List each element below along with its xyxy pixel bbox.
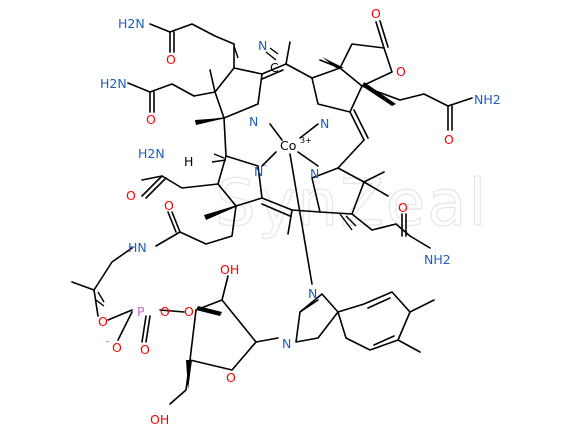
ring-hydrogen: H: [184, 154, 193, 169]
cyano-nitrogen: N: [258, 38, 267, 53]
benzimidazole-n3: N: [308, 286, 317, 301]
o-minus-charge: -: [106, 337, 109, 346]
amide-nh2-right: NH2: [474, 92, 501, 107]
phosphate-o-bridge: O: [160, 304, 170, 319]
phosphorus-atom: P: [137, 304, 145, 319]
amide-hn: HN: [128, 240, 147, 255]
phosphate-o-minus: O: [112, 340, 122, 355]
lactone-ring-o: O: [396, 64, 406, 79]
benzimidazole-n1: N: [282, 336, 291, 351]
corrin-n-d: N: [254, 164, 263, 179]
amide-o-chain: O: [164, 198, 174, 213]
amide-o-1: O: [166, 52, 176, 67]
ribose-o3: O: [184, 304, 194, 319]
cobalt-charge: 3+: [300, 136, 312, 145]
phosphate-o-double: O: [140, 342, 150, 357]
ribose-oh: OH: [220, 262, 239, 277]
bond-lines: [71, 20, 473, 405]
cyano-carbon: C: [270, 60, 279, 75]
ribose-ch2oh: OH: [150, 412, 169, 427]
amide-nh2-1: H2N: [118, 16, 145, 31]
n-minus-charge: -: [264, 161, 267, 170]
amide-nh2-3: H2N: [138, 146, 165, 161]
corrin-n-a: N: [249, 114, 258, 129]
amide-o-3: O: [126, 188, 136, 203]
amide-o-bottom: O: [398, 200, 408, 215]
stereo-bonds: [95, 45, 396, 390]
atom-labels: H2N H2N H2N NH2 NH2 O O O O O O O O N C …: [98, 6, 501, 427]
amide-nh2-bottom: NH2: [424, 252, 451, 267]
lactone-carbonyl-o: O: [371, 6, 381, 21]
amide-o-2: O: [146, 112, 156, 127]
ribose-ring-o: O: [226, 370, 236, 385]
amide-o-right: O: [444, 132, 454, 147]
phosphate-o-ester: O: [98, 314, 108, 329]
amide-nh2-2: H2N: [100, 76, 127, 91]
corrin-n-c: N: [310, 166, 319, 181]
cobalt-atom: Co: [280, 138, 296, 153]
corrin-n-b: N: [320, 116, 329, 131]
